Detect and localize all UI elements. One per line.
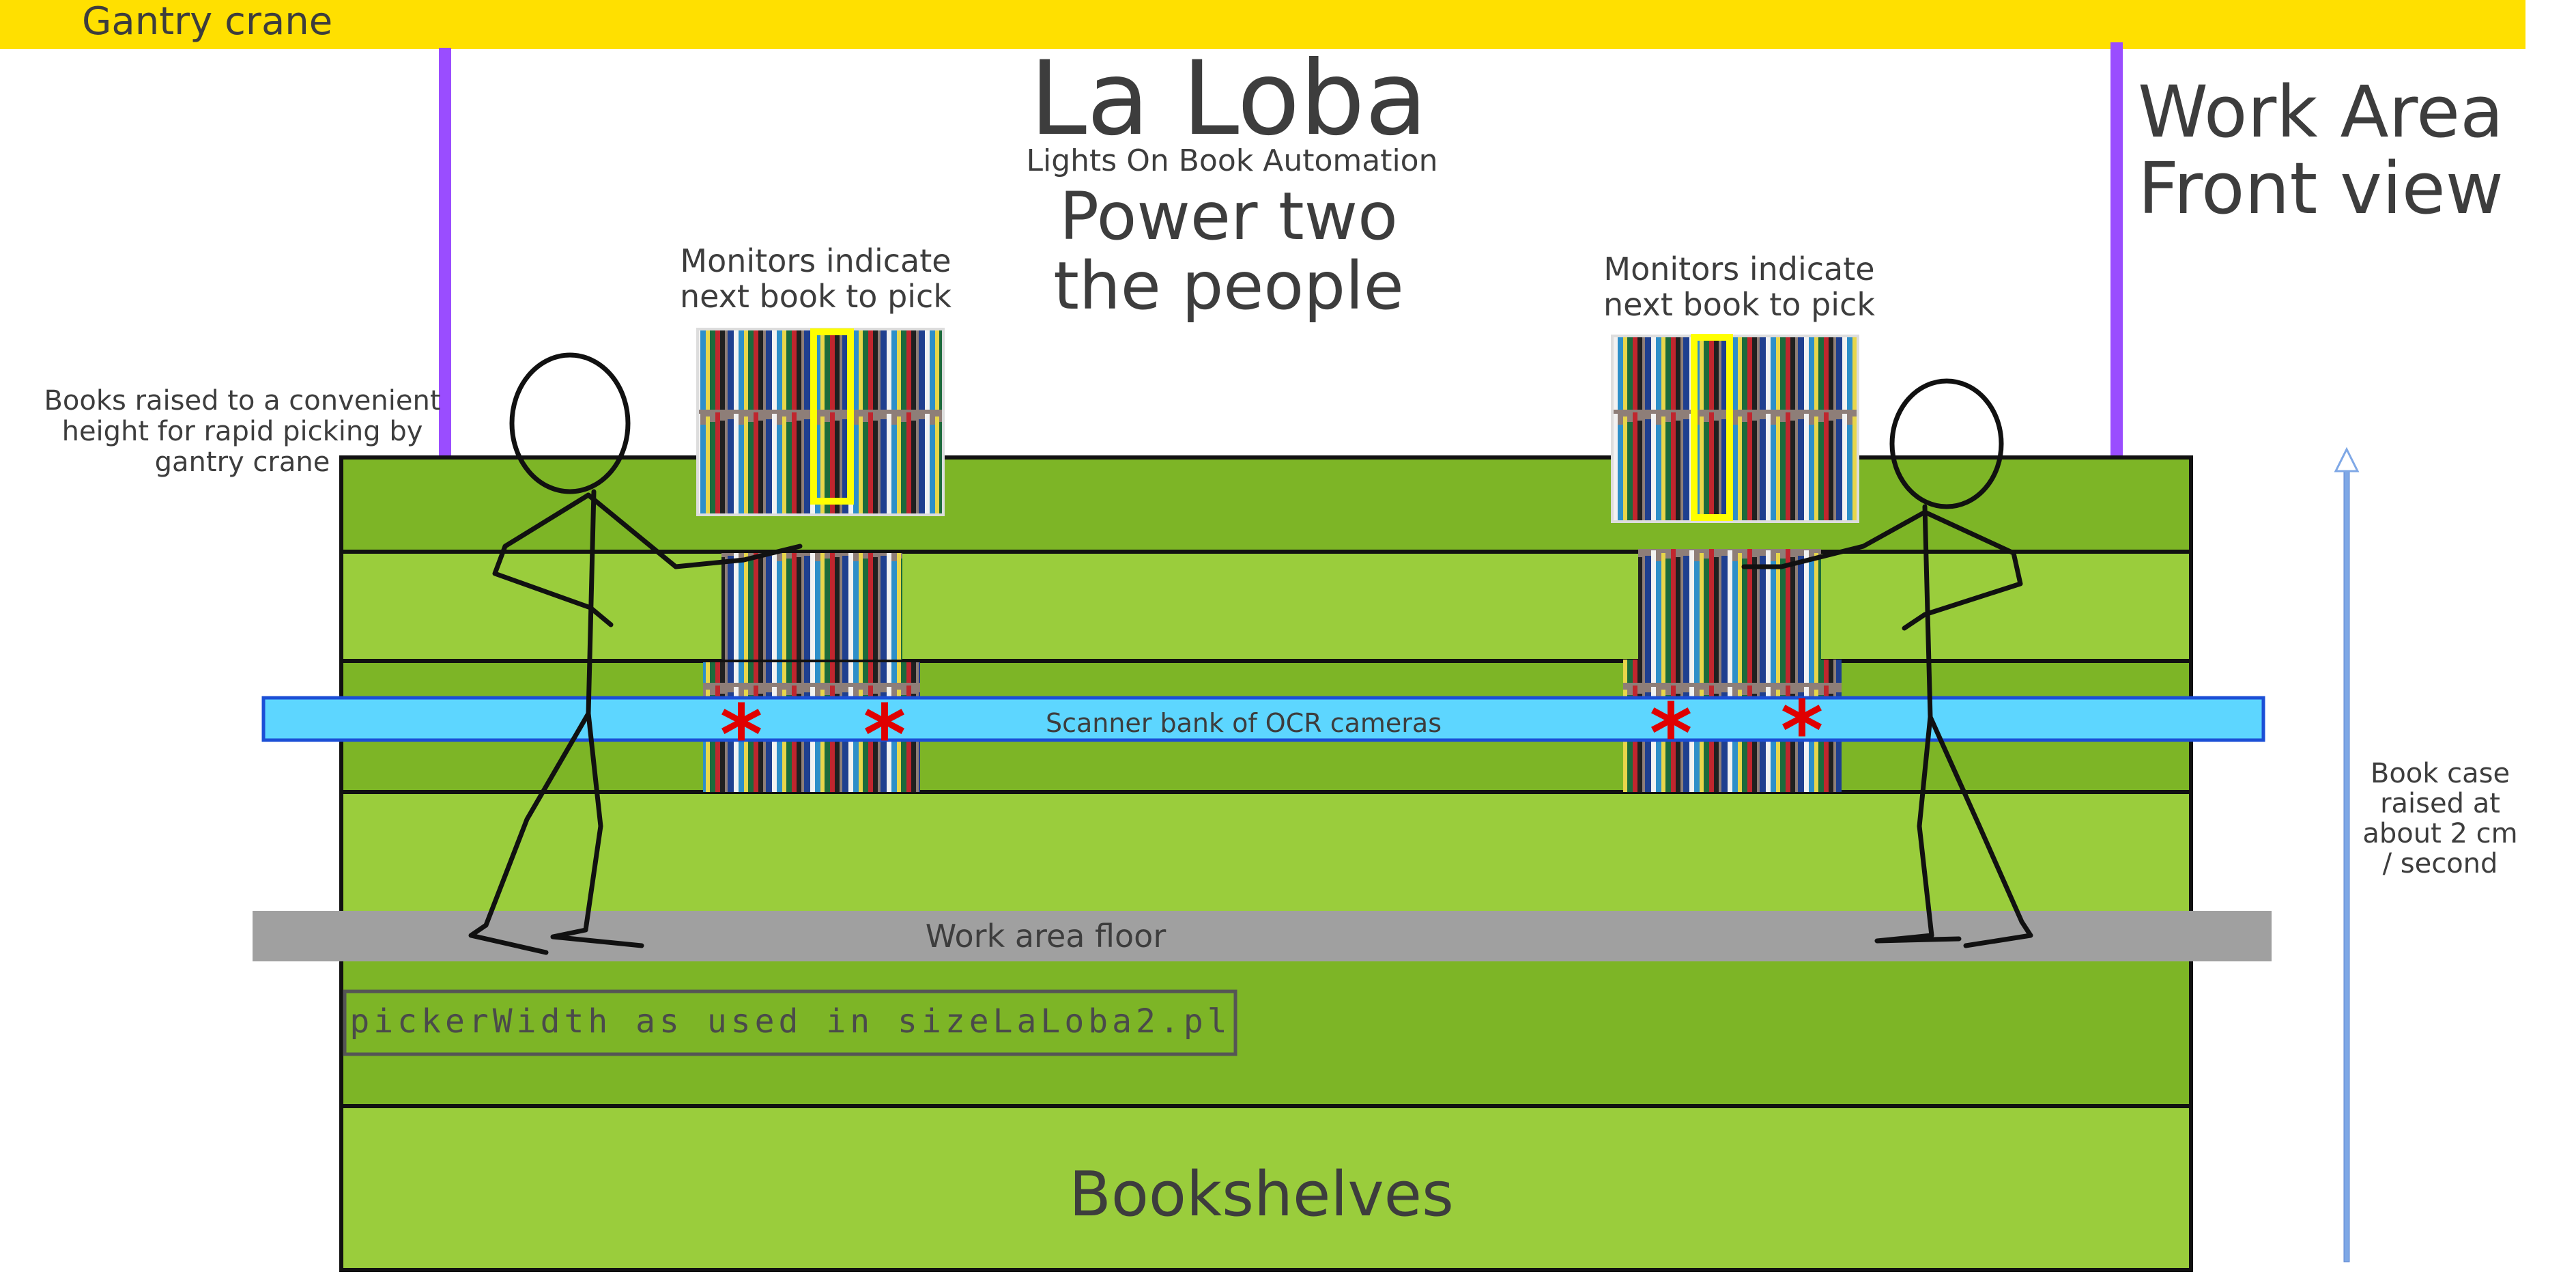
bookcase-rise-note-3: about 2 cm [2362,818,2517,849]
picker-width-box [343,989,1237,1056]
gantry-crane-label: Gantry crane [82,0,332,44]
ocr-camera-marker: * [720,688,763,783]
bookcase-rise-arrow [2334,447,2360,1262]
bookcase-rise-note-4: / second [2383,848,2498,879]
gantry-pole-left [439,48,451,457]
books-raised-note-1: Books raised to a convenient [44,385,440,416]
title-expansion: Lights On Book Automation [1027,143,1438,178]
tagline-line-1: Power two [1059,178,1398,255]
tagline-line-2: the people [1053,248,1403,324]
work-area-floor-label: Work area floor [926,918,1167,955]
monitor-right-highlight [1691,334,1733,521]
monitor-left-highlight [810,328,854,505]
books-raised-note-3: gantry crane [155,447,330,478]
ocr-camera-marker: * [863,688,906,783]
shelf-books-right-upper [1638,549,1821,660]
gantry-pole-right [2110,42,2123,459]
bookcase-rise-note-1: Book case [2371,758,2510,789]
main-title: La Loba [1029,40,1427,158]
scanner-bank-label: Scanner bank of OCR cameras [1046,708,1442,738]
shelf-1 [339,455,2193,554]
books-raised-note-2: height for rapid picking by [62,416,423,447]
ocr-camera-markers: * * * * [720,684,1824,783]
ocr-camera-marker: * [1650,687,1693,782]
shelf-4 [339,790,2193,916]
view-label-line-2: Front view [2138,147,2504,230]
shelf-2 [339,550,2193,663]
bookcase-rise-note-2: raised at [2380,788,2500,819]
monitor-left-caption-2: next book to pick [680,278,951,315]
picker-figure-left [468,352,803,955]
monitor-right-book-photo [1611,335,1859,523]
shelf-books-left-upper [721,553,902,660]
picker-width-label: pickerWidth as used in sizeLaLoba2.pl [349,1002,1231,1041]
monitor-left-caption-1: Monitors indicate [680,242,951,279]
bookshelves [339,455,2193,1272]
monitor-right-caption-2: next book to pick [1603,286,1875,323]
bookshelves-label: Bookshelves [1069,1159,1454,1230]
monitor-right-caption-1: Monitors indicate [1603,251,1874,287]
ocr-camera-marker: * [1781,684,1824,779]
picker-figure-right [1741,378,2033,948]
gantry-crane-bar [0,0,2525,49]
view-label-line-1: Work Area [2138,70,2504,154]
shelf-6 [339,1104,2193,1272]
monitor-left-book-photo [696,328,945,516]
